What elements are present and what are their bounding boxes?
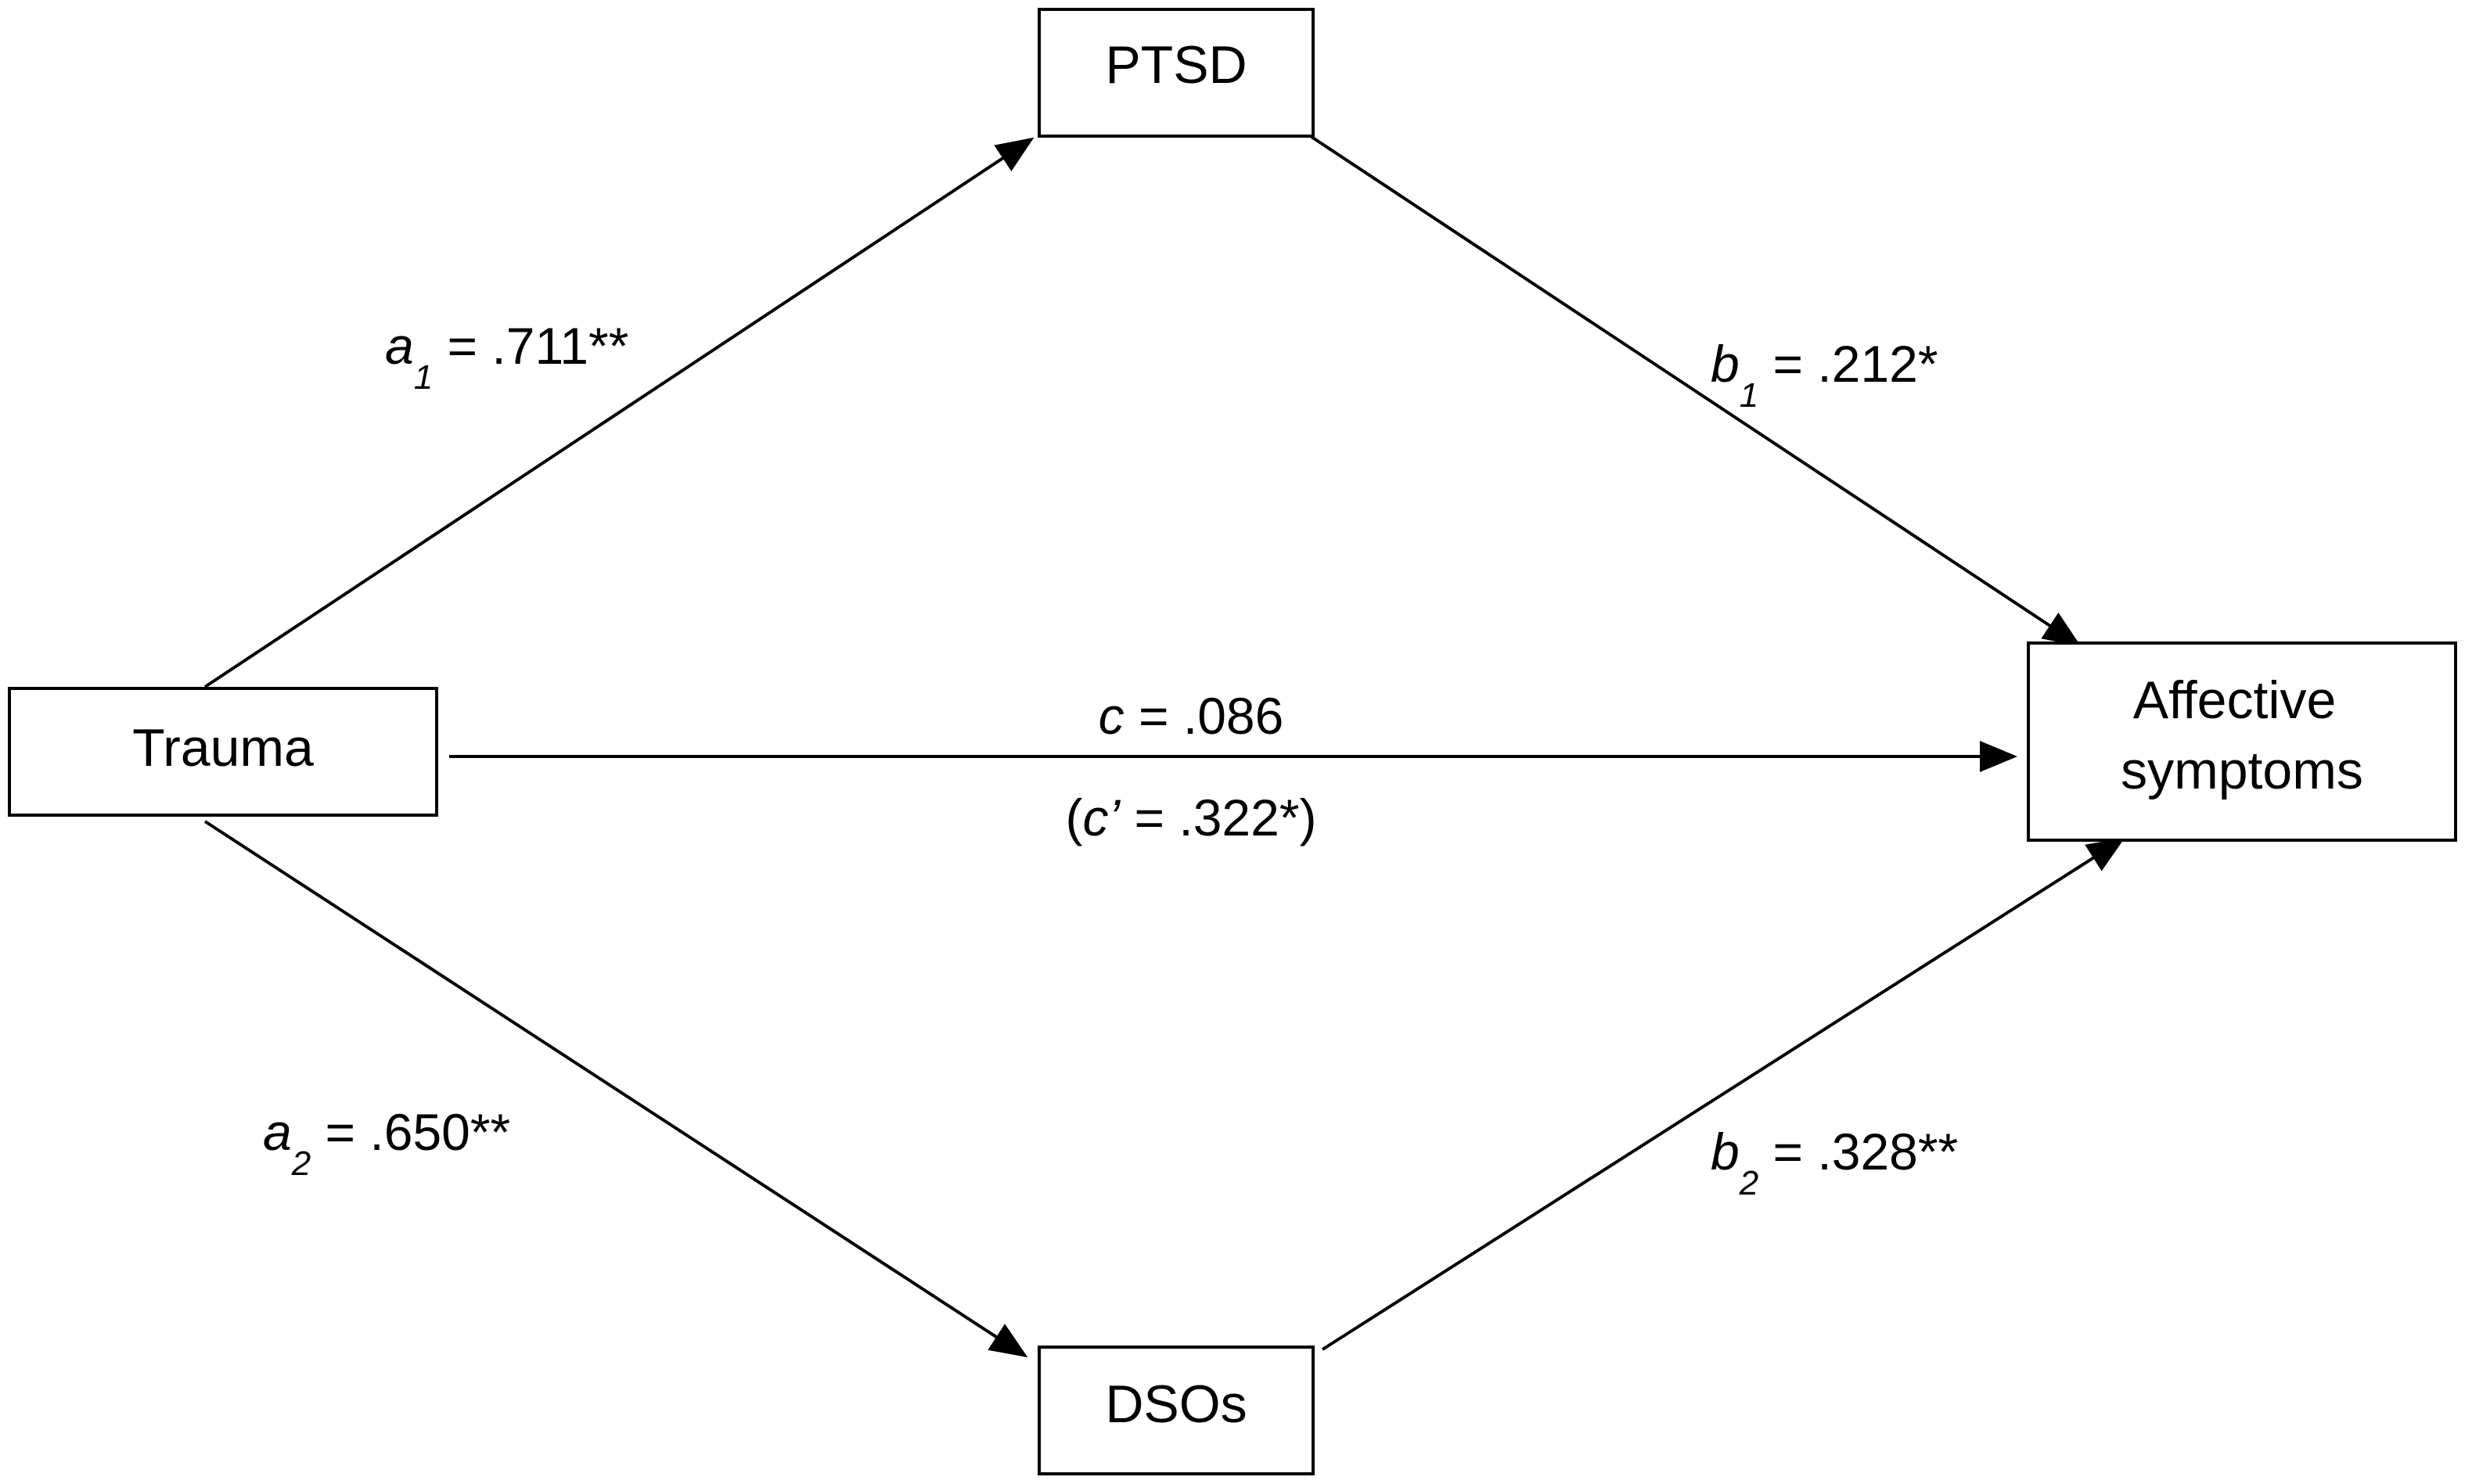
coef-a1-sub: 1 (414, 358, 433, 397)
coef-a2-value: = .650** (311, 1103, 510, 1161)
coef-b2-sub: 2 (1739, 1164, 1758, 1202)
node-affective-line2: symptoms (2121, 741, 2363, 800)
coef-c-prime-value: = .322*) (1120, 789, 1316, 846)
coef-a1-symbol: a (385, 317, 414, 375)
node-dsos-label: DSOs (1105, 1374, 1247, 1434)
coef-b2-value: = .328** (1758, 1123, 1958, 1180)
coef-a1: a1 = .711** (385, 317, 628, 397)
coef-c-value: = .086 (1125, 687, 1284, 745)
coef-a2-sub: 2 (291, 1144, 311, 1183)
arrow-trauma-to-dsos (203, 820, 1028, 1358)
node-ptsd-label: PTSD (1105, 35, 1247, 95)
node-affective-symptoms: Affective symptoms (2027, 641, 2457, 842)
coef-b2: b2 = .328** (1711, 1123, 1958, 1202)
arrow-trauma-to-ptsd (203, 137, 1035, 688)
coef-a1-value: = .711** (433, 317, 628, 375)
arrow-ptsd-to-affective (1310, 135, 2082, 647)
coef-b2-symbol: b (1711, 1123, 1740, 1180)
coef-b1: b1 = .212* (1711, 335, 1938, 415)
coef-b1-value: = .212* (1758, 335, 1938, 393)
coef-a2-symbol: a (263, 1103, 292, 1161)
coef-c-prime: (c’ = .322*) (1066, 789, 1317, 846)
node-affective-label: Affective symptoms (2121, 670, 2363, 800)
coef-c: c = .086 (1099, 687, 1284, 745)
coef-c-prime-symbol: c’ (1082, 789, 1121, 846)
arrow-dsos-to-affective (1321, 837, 2125, 1351)
coef-c-prime-open: ( (1066, 789, 1083, 846)
node-ptsd: PTSD (1038, 8, 1315, 138)
node-dsos: DSOs (1038, 1346, 1315, 1475)
coef-a2: a2 = .650** (263, 1103, 510, 1183)
node-trauma: Trauma (8, 687, 438, 817)
node-trauma-label: Trauma (132, 718, 314, 778)
coef-b1-symbol: b (1711, 335, 1740, 393)
node-affective-line1: Affective (2133, 670, 2337, 730)
coef-c-symbol: c (1099, 687, 1125, 745)
coef-b1-sub: 1 (1740, 376, 1758, 415)
